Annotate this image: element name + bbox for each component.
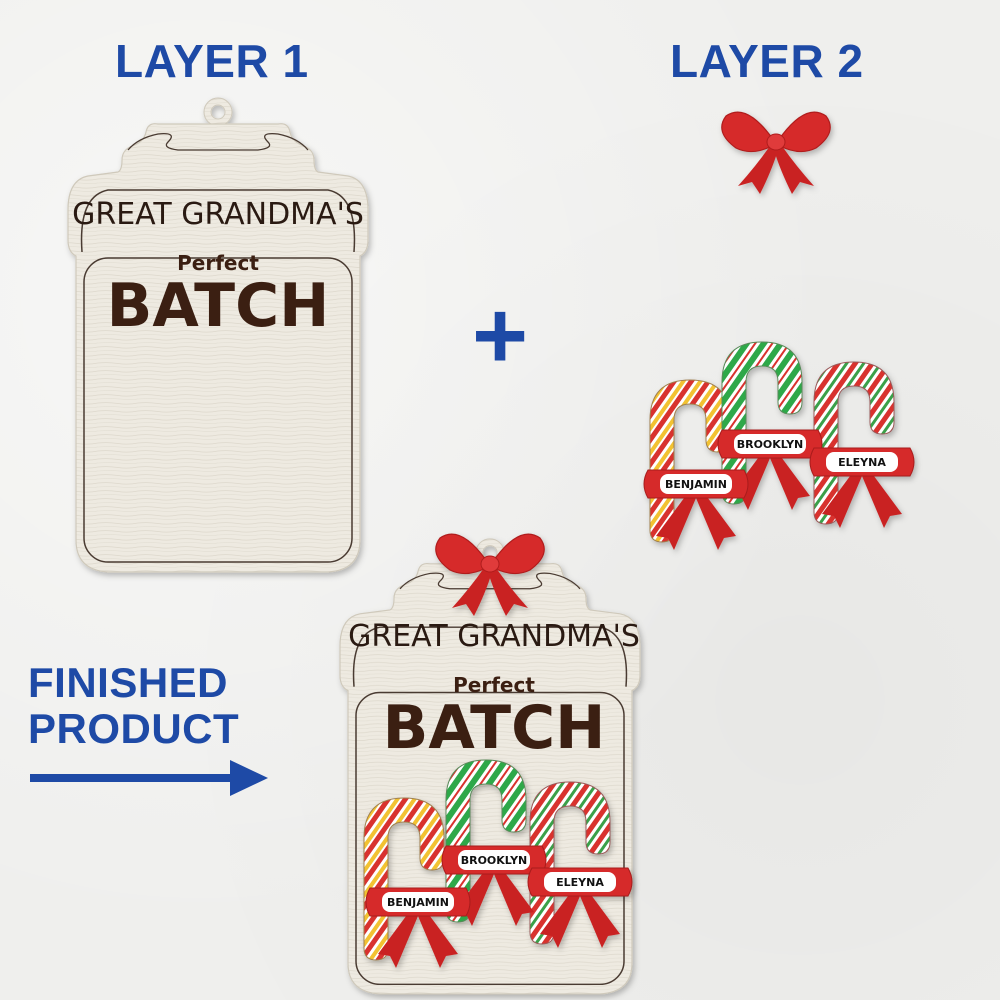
finished-line1: FINISHED [28,659,229,706]
finished-jar-title: GREAT GRANDMA'S [348,619,640,654]
layer2-label-brooklyn: BROOKLYN [737,438,804,451]
layer2-label-benjamin: BENJAMIN [665,478,727,491]
finished-line2: PRODUCT [28,705,240,752]
finished-label-benjamin: BENJAMIN [387,896,449,909]
finished-label-brooklyn: BROOKLYN [461,854,528,867]
arrow-right-icon [30,760,268,796]
layer1-heading: LAYER 1 [115,35,309,87]
layer1-perfect-text: Perfect [177,251,259,275]
finished-product-heading: FINISHED PRODUCT [28,660,239,752]
finished-batch-text: BATCH [383,693,606,763]
plus-icon: + [472,282,528,389]
layer2-heading: LAYER 2 [670,35,864,87]
finished-perfect-text: Perfect [453,673,535,697]
finished-label-eleyna: ELEYNA [556,876,604,889]
layer1-jar-title: GREAT GRANDMA'S [72,197,364,232]
layer2-label-eleyna: ELEYNA [838,456,886,469]
layer2-bow [721,111,831,195]
layer1-batch-text: BATCH [107,271,330,341]
